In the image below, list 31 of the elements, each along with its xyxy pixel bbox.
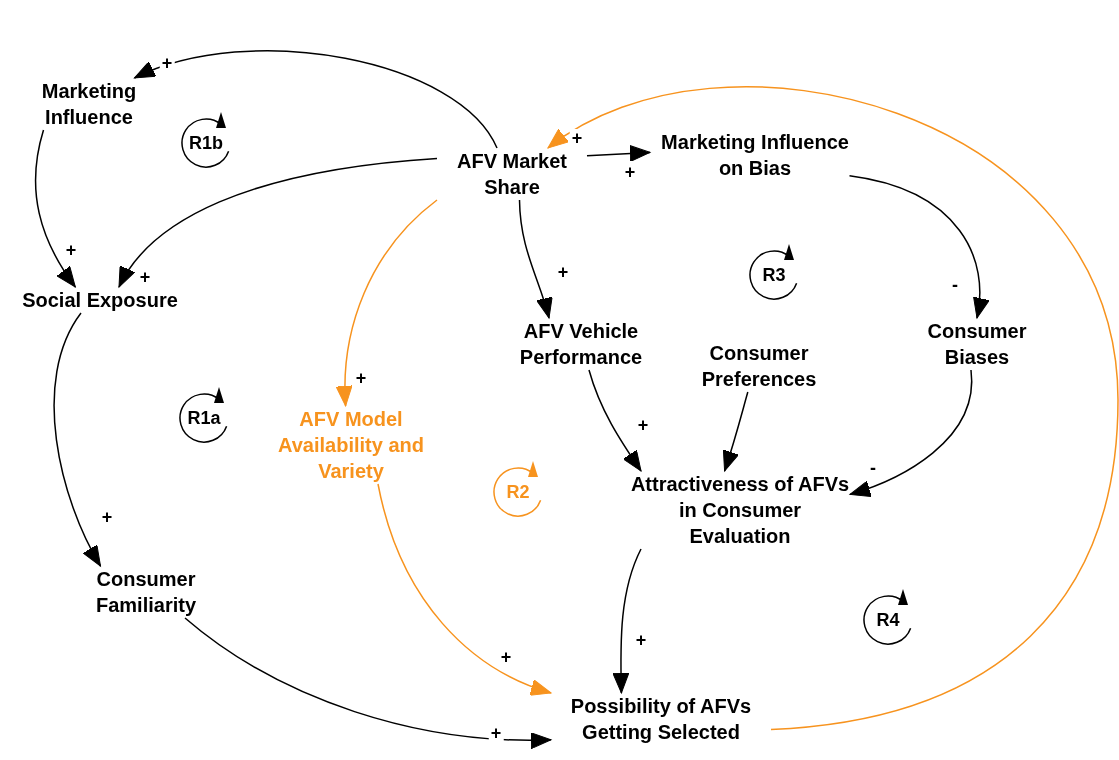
causal-link-arrow <box>848 175 989 319</box>
causal-link-arrow <box>849 369 973 497</box>
causal-link-arrow <box>547 86 1119 731</box>
causal-link-arrow <box>588 369 642 472</box>
loop-label: R1a <box>187 408 221 428</box>
variable-label: AFV Market Share <box>456 149 568 200</box>
loop-label: R1b <box>189 133 223 153</box>
causal-link-arrow <box>118 157 438 288</box>
variable-label: Possibility of AFVs Getting Selected <box>569 694 753 745</box>
causal-link-arrow <box>518 199 553 319</box>
variable-label: Consumer Preferences <box>700 341 818 392</box>
variable-label: Marketing Influence on Bias <box>660 130 850 181</box>
loop-label: R3 <box>762 265 786 285</box>
causal-link-arrow <box>133 50 498 149</box>
variable-label: Consumer Biases <box>926 319 1028 370</box>
causal-link-arrow <box>612 548 642 694</box>
causal-link-arrow <box>34 129 77 288</box>
variable-label: Social Exposure <box>21 288 179 313</box>
variable-label: AFV Vehicle Performance <box>518 319 644 370</box>
causal-link-arrow <box>184 617 552 749</box>
causal-link-arrow <box>336 199 438 407</box>
loop-label: R4 <box>876 610 900 630</box>
loop-label: R2 <box>506 482 530 502</box>
variable-label: Attractiveness of AFVs in Consumer Evaluation <box>630 472 850 549</box>
causal-link-arrow <box>722 391 749 472</box>
causal-link-arrow <box>53 312 102 567</box>
variable-label: Marketing Influence <box>40 79 138 130</box>
variable-label: Consumer Familiarity <box>94 567 197 618</box>
causal-link-arrow <box>377 483 552 695</box>
variable-label: AFV Model Availability and Variety <box>277 407 425 484</box>
causal-link-arrow <box>586 145 651 162</box>
